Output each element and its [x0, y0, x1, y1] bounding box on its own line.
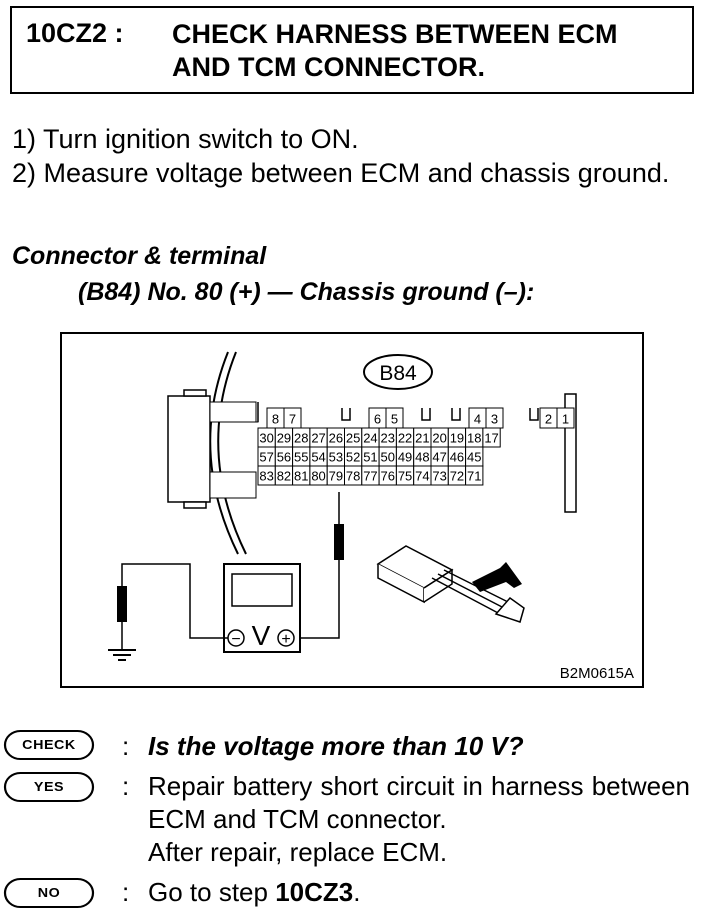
yes-answer: Repair battery short circuit in harness …	[148, 770, 690, 869]
pin-48: 48	[415, 450, 429, 465]
voltmeter: − + V	[223, 563, 301, 653]
pin-82: 82	[277, 469, 291, 484]
pin-56: 56	[277, 450, 291, 465]
meter-symbol: V	[252, 620, 271, 651]
pin-17-cell	[482, 427, 501, 448]
pin-83: 83	[259, 469, 273, 484]
pin-51: 51	[363, 450, 377, 465]
pin-30: 30	[259, 431, 273, 446]
pin-77: 77	[363, 469, 377, 484]
connector-detail: (B84) No. 80 (+) — Chassis ground (–):	[78, 278, 535, 306]
pin-74: 74	[415, 469, 429, 484]
connector-label-ellipse	[363, 354, 433, 390]
check-colon: :	[122, 731, 130, 761]
pin-47: 47	[432, 450, 446, 465]
pin-49: 49	[398, 450, 412, 465]
yes-answer-line-1: Repair battery short circuit in harness …	[148, 771, 690, 834]
pin-21: 21	[415, 431, 429, 446]
pin-27: 27	[311, 431, 325, 446]
no-answer-step-link[interactable]: 10CZ3	[275, 877, 354, 907]
pin-76: 76	[381, 469, 395, 484]
no-answer: Go to step 10CZ3.	[148, 876, 690, 909]
yes-colon: :	[122, 771, 130, 801]
connector-body	[167, 389, 577, 513]
pin-45: 45	[467, 450, 481, 465]
step-header-box: 10CZ2 : CHECK HARNESS BETWEEN ECM AND TC…	[10, 6, 694, 94]
diagram-frame	[60, 332, 644, 688]
pin-46: 46	[450, 450, 464, 465]
pin-71: 71	[467, 469, 481, 484]
connector-keys	[257, 402, 539, 422]
top-pin-7: 7	[289, 412, 296, 427]
pin-81: 81	[294, 469, 308, 484]
check-badge: CHECK	[3, 730, 95, 760]
no-colon: :	[122, 877, 130, 907]
harness-curve-2	[217, 351, 247, 555]
positive-lead	[286, 560, 340, 639]
top-pin-6: 6	[374, 412, 381, 427]
step-title-line-1: CHECK HARNESS BETWEEN ECM	[172, 19, 618, 49]
pin-24: 24	[363, 431, 377, 446]
yes-badge: YES	[3, 772, 95, 802]
pin-52: 52	[346, 450, 360, 465]
top-pin-5: 5	[391, 412, 398, 427]
top-pin-8: 8	[272, 412, 279, 427]
pin-55: 55	[294, 450, 308, 465]
pin-71-cell	[465, 465, 484, 486]
positive-probe	[334, 524, 344, 560]
top-pin-3: 3	[491, 412, 498, 427]
pin-78: 78	[346, 469, 360, 484]
pin-72: 72	[450, 469, 464, 484]
top-pin-1: 1	[562, 412, 569, 427]
pin-79: 79	[329, 469, 343, 484]
pin-22: 22	[398, 431, 412, 446]
meter-minus: −	[231, 631, 240, 648]
top-pin-4: 4	[474, 412, 481, 427]
meter-plus: +	[281, 631, 290, 648]
pin-75: 75	[398, 469, 412, 484]
instruction-2: 2) Measure voltage between ECM and chass…	[12, 158, 670, 188]
check-question: Is the voltage more than 10 V?	[148, 731, 524, 761]
connector-label: B84	[379, 362, 417, 385]
instructions: 1) Turn ignition switch to ON. 2) Measur…	[12, 122, 696, 190]
pin-28: 28	[294, 431, 308, 446]
negative-probe	[117, 586, 127, 622]
step-title: CHECK HARNESS BETWEEN ECM AND TCM CONNEC…	[172, 18, 692, 84]
pin-29: 29	[277, 431, 291, 446]
negative-lead	[121, 563, 228, 639]
step-id: 10CZ2 :	[26, 18, 124, 48]
insert-arrow-icon	[472, 562, 522, 592]
pin-57: 57	[259, 450, 273, 465]
no-badge: NO	[3, 878, 95, 908]
instruction-1: 1) Turn ignition switch to ON.	[12, 124, 359, 154]
pin-54: 54	[311, 450, 325, 465]
pin-19: 19	[450, 431, 464, 446]
pin-17: 17	[484, 431, 498, 446]
ground-icon	[108, 649, 136, 661]
step-title-line-2: AND TCM CONNECTOR.	[172, 52, 485, 82]
no-answer-suffix: .	[353, 877, 361, 907]
pin-53: 53	[329, 450, 343, 465]
pin-20: 20	[432, 431, 446, 446]
pin-25: 25	[346, 431, 360, 446]
top-pin-1-cell	[556, 407, 575, 429]
pin-73: 73	[432, 469, 446, 484]
pin-18: 18	[467, 431, 481, 446]
top-pin-2: 2	[545, 412, 552, 427]
figure-code: B2M0615A	[560, 665, 634, 682]
yes-answer-line-2: After repair, replace ECM.	[148, 837, 448, 867]
no-answer-prefix: Go to step	[148, 877, 276, 907]
pin-50: 50	[381, 450, 395, 465]
pin-80: 80	[311, 469, 325, 484]
connector-heading: Connector & terminal	[12, 242, 267, 270]
pin-26: 26	[329, 431, 343, 446]
pin-23: 23	[381, 431, 395, 446]
